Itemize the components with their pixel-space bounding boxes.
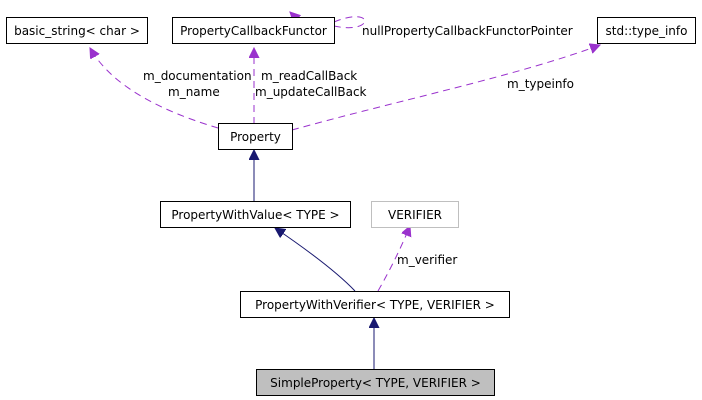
edge-label-null-pointer: nullPropertyCallbackFunctorPointer: [362, 24, 573, 38]
node-verifier[interactable]: VERIFIER: [371, 201, 459, 228]
node-std-type-info[interactable]: std::type_info: [597, 17, 696, 44]
svg-text:PropertyCallbackFunctor: PropertyCallbackFunctor: [180, 24, 327, 38]
svg-text:SimpleProperty< TYPE, VERIFIER: SimpleProperty< TYPE, VERIFIER >: [270, 376, 481, 390]
node-property-with-verifier[interactable]: PropertyWithVerifier< TYPE, VERIFIER >: [240, 291, 510, 318]
edge-label-update-callback: m_updateCallBack: [255, 85, 367, 99]
svg-text:std::type_info: std::type_info: [606, 24, 688, 38]
edge-property-with-verifier-inherits-property-with-value: [275, 228, 356, 292]
node-property-with-value[interactable]: PropertyWithValue< TYPE >: [160, 201, 351, 228]
edge-label-documentation: m_documentation: [143, 69, 252, 83]
edge-label-verifier: m_verifier: [397, 253, 457, 267]
edge-label-typeinfo: m_typeinfo: [507, 77, 574, 91]
node-simple-property[interactable]: SimpleProperty< TYPE, VERIFIER >: [256, 369, 495, 396]
svg-text:basic_string< char >: basic_string< char >: [14, 24, 140, 38]
svg-text:PropertyWithValue< TYPE >: PropertyWithValue< TYPE >: [171, 208, 339, 222]
edge-label-name: m_name: [168, 85, 220, 99]
node-property-callback-functor[interactable]: PropertyCallbackFunctor: [172, 17, 335, 44]
svg-text:PropertyWithVerifier< TYPE, VE: PropertyWithVerifier< TYPE, VERIFIER >: [255, 298, 495, 312]
svg-text:Property: Property: [230, 130, 281, 144]
node-basic-string[interactable]: basic_string< char >: [6, 17, 148, 44]
edge-property-to-basic-string: [90, 48, 219, 129]
node-property[interactable]: Property: [218, 123, 293, 150]
edge-label-read-callback: m_readCallBack: [261, 69, 357, 83]
svg-text:VERIFIER: VERIFIER: [388, 208, 442, 222]
edge-property-to-type-info: [291, 45, 600, 131]
edge-property-with-verifier-to-verifier: [377, 226, 410, 292]
